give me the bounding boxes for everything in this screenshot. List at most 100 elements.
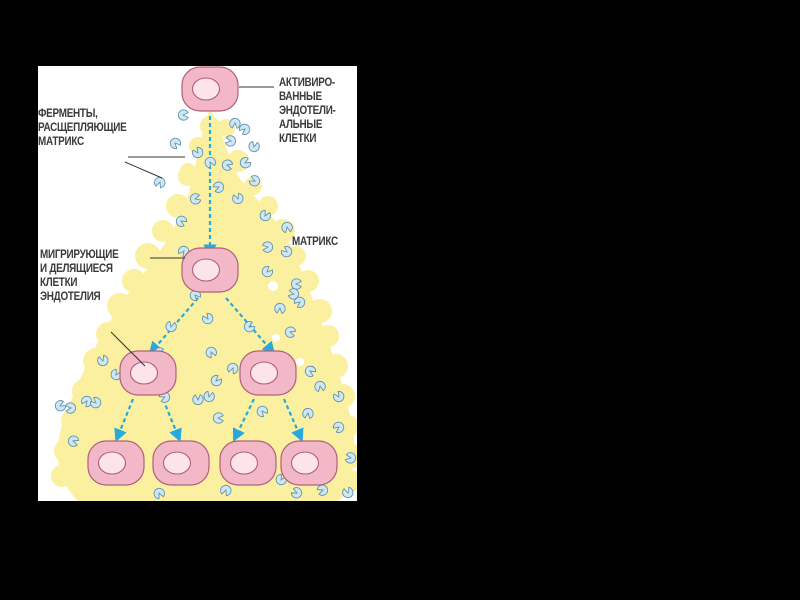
matrix-blob — [83, 348, 109, 374]
endothelial-cells — [87, 66, 338, 486]
enzyme-icon — [192, 146, 204, 159]
cell-nucleus — [229, 451, 259, 475]
enzyme-icon — [97, 354, 109, 367]
matrix-blob — [135, 243, 161, 269]
matrix-gap — [296, 358, 304, 366]
endothelial-cell — [181, 247, 239, 293]
enzyme-icon — [243, 321, 256, 333]
matrix-gap — [268, 281, 278, 291]
enzyme-icon — [89, 396, 102, 409]
enzyme-icon — [291, 278, 302, 290]
matrix-blob — [180, 163, 196, 179]
enzyme-icon — [344, 452, 357, 464]
enzyme-icon — [178, 109, 189, 121]
enzyme-icon — [204, 156, 216, 169]
matrix-blob — [308, 299, 332, 323]
enzyme-icon — [284, 326, 297, 338]
label-enzymes: ФЕРМЕНТЫ, РАСЩЕПЛЯЮЩИЕ МАТРИКС — [38, 108, 127, 148]
leader-line — [110, 331, 146, 367]
matrix-blob — [317, 325, 339, 347]
matrix-blob — [122, 269, 146, 293]
enzyme-icon — [203, 390, 215, 403]
enzyme-icon — [175, 215, 188, 227]
enzyme-icon — [248, 140, 260, 153]
enzyme-icon — [67, 435, 80, 447]
enzyme-icon — [261, 241, 274, 253]
cell-nucleus — [162, 451, 192, 475]
leader-line — [124, 161, 163, 179]
label-migrating-cells: МИГРИРУЮЩИЕ И ДЕЛЯЩИЕСЯ КЛЕТКИ ЭНДОТЕЛИЯ — [40, 249, 119, 303]
enzyme-icon — [248, 175, 261, 187]
matrix-blob — [51, 465, 73, 487]
enzyme-icon — [212, 181, 225, 193]
enzyme-icon — [81, 395, 93, 408]
matrix-blob — [297, 270, 319, 292]
matrix-blob — [61, 408, 87, 434]
enzyme-icon — [54, 400, 67, 412]
enzyme-icon — [287, 288, 300, 300]
enzyme-icon — [302, 407, 314, 420]
enzyme-icon — [238, 123, 251, 136]
enzyme-icon — [205, 346, 217, 359]
enzyme-icon — [153, 487, 165, 500]
cell-nucleus — [191, 258, 221, 282]
enzyme-icon — [261, 265, 274, 278]
enzyme-icon — [165, 320, 177, 333]
endothelial-cell — [181, 66, 239, 112]
enzyme-icon — [293, 296, 306, 308]
label-activated-cells: АКТИВИРО- ВАННЫЕ ЭНДОТЕЛИ- АЛЬНЫЕ КЛЕТКИ — [279, 77, 336, 145]
enzyme-icon — [189, 289, 202, 302]
endothelial-cell — [119, 350, 177, 396]
enzyme-icon — [256, 405, 269, 418]
enzyme-icon — [290, 487, 303, 499]
endothelial-cell — [280, 440, 338, 486]
enzyme-icon — [229, 117, 241, 129]
enzyme-icon — [280, 245, 293, 258]
enzyme-icon — [154, 176, 166, 189]
matrix-blob — [166, 194, 190, 218]
endothelial-cell — [239, 350, 297, 396]
diagram-canvas — [51, 66, 357, 501]
endothelial-cell — [87, 440, 145, 486]
matrix-blob — [150, 308, 166, 324]
enzyme-icon — [232, 192, 244, 205]
migration-arrow — [225, 297, 276, 355]
enzyme-icon — [239, 157, 252, 169]
matrix-blob — [344, 471, 357, 491]
matrix-blob — [96, 322, 120, 346]
enzyme-icon — [221, 159, 234, 171]
migration-arrow — [148, 297, 199, 355]
cell-nucleus — [97, 451, 127, 475]
label-leader-lines — [110, 86, 274, 367]
enzyme-icon — [220, 484, 232, 497]
enzyme-icon — [333, 390, 345, 403]
endothelial-cell — [152, 440, 210, 486]
enzyme-icon — [281, 221, 293, 234]
enzyme-icon — [192, 394, 204, 406]
enzyme-icon — [332, 421, 345, 433]
matrix-blob — [320, 388, 336, 404]
enzyme-icon — [274, 302, 286, 314]
matrix-blob — [152, 220, 174, 242]
enzyme-icon — [342, 486, 354, 499]
enzyme-icon — [64, 402, 77, 414]
cell-nucleus — [191, 77, 221, 101]
endothelial-cell — [219, 440, 277, 486]
enzyme-icon — [227, 362, 239, 375]
cell-nucleus — [129, 361, 159, 385]
enzyme-icon — [210, 374, 223, 387]
enzyme-icon — [316, 484, 329, 496]
enzyme-icon — [304, 365, 317, 377]
cell-nucleus — [290, 451, 320, 475]
enzyme-icon — [202, 312, 214, 325]
enzyme-icon — [169, 137, 182, 150]
matrix-blob — [107, 293, 133, 319]
enzyme-icon — [259, 209, 271, 222]
matrix-gap — [272, 334, 280, 342]
matrix-blob — [324, 354, 348, 378]
cell-nucleus — [249, 361, 279, 385]
enzyme-icon — [224, 135, 237, 147]
label-matrix: МАТРИКС — [292, 236, 338, 248]
enzyme-icon — [212, 412, 224, 424]
angiogenesis-diagram: АКТИВИРО- ВАННЫЕ ЭНДОТЕЛИ- АЛЬНЫЕ КЛЕТКИ… — [38, 66, 357, 501]
